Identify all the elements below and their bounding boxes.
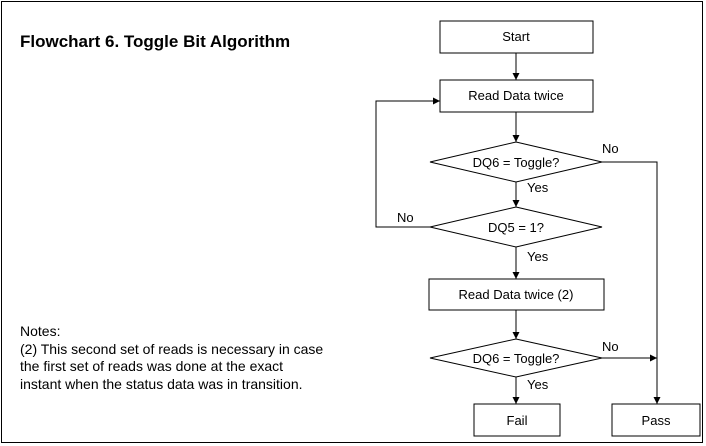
dq6-recheck-yes-label: Yes [527,377,549,392]
fail-label: Fail [507,413,528,428]
figure-title: Flowchart 6. Toggle Bit Algorithm [20,32,291,51]
start-box [439,20,594,54]
notes-block: Notes: (2) This second set of reads is n… [20,323,323,393]
read-data-twice-label: Read Data twice [468,88,563,103]
notes-line: instant when the status data was in tran… [20,375,303,392]
dq6-recheck-no-label: No [602,339,619,354]
notes-heading: Notes: [20,323,61,339]
read-data-twice-2-label: Read Data twice (2) [459,287,574,302]
dq6-toggle-label: DQ6 = Toggle? [473,155,560,170]
read-data-twice-box [439,79,594,113]
edge-dq5-no-loop [375,97,440,228]
dq5-yes-label: Yes [527,249,549,264]
fail-box [473,403,561,437]
dq5-no-label: No [397,210,414,225]
pass-label: Pass [642,413,671,428]
dq6-toggle-recheck-label: DQ6 = Toggle? [473,351,560,366]
dq6-yes-label: Yes [527,180,549,195]
dq6-no-label: No [602,141,619,156]
edge-dq6-no-to-pass [602,161,661,404]
notes-line: (2) This second set of reads is necessar… [20,340,324,357]
notes-line: the first set of reads was done at the e… [20,358,284,374]
start-label: Start [502,29,530,44]
pass-box [611,403,701,437]
dq5-label: DQ5 = 1? [488,220,544,235]
